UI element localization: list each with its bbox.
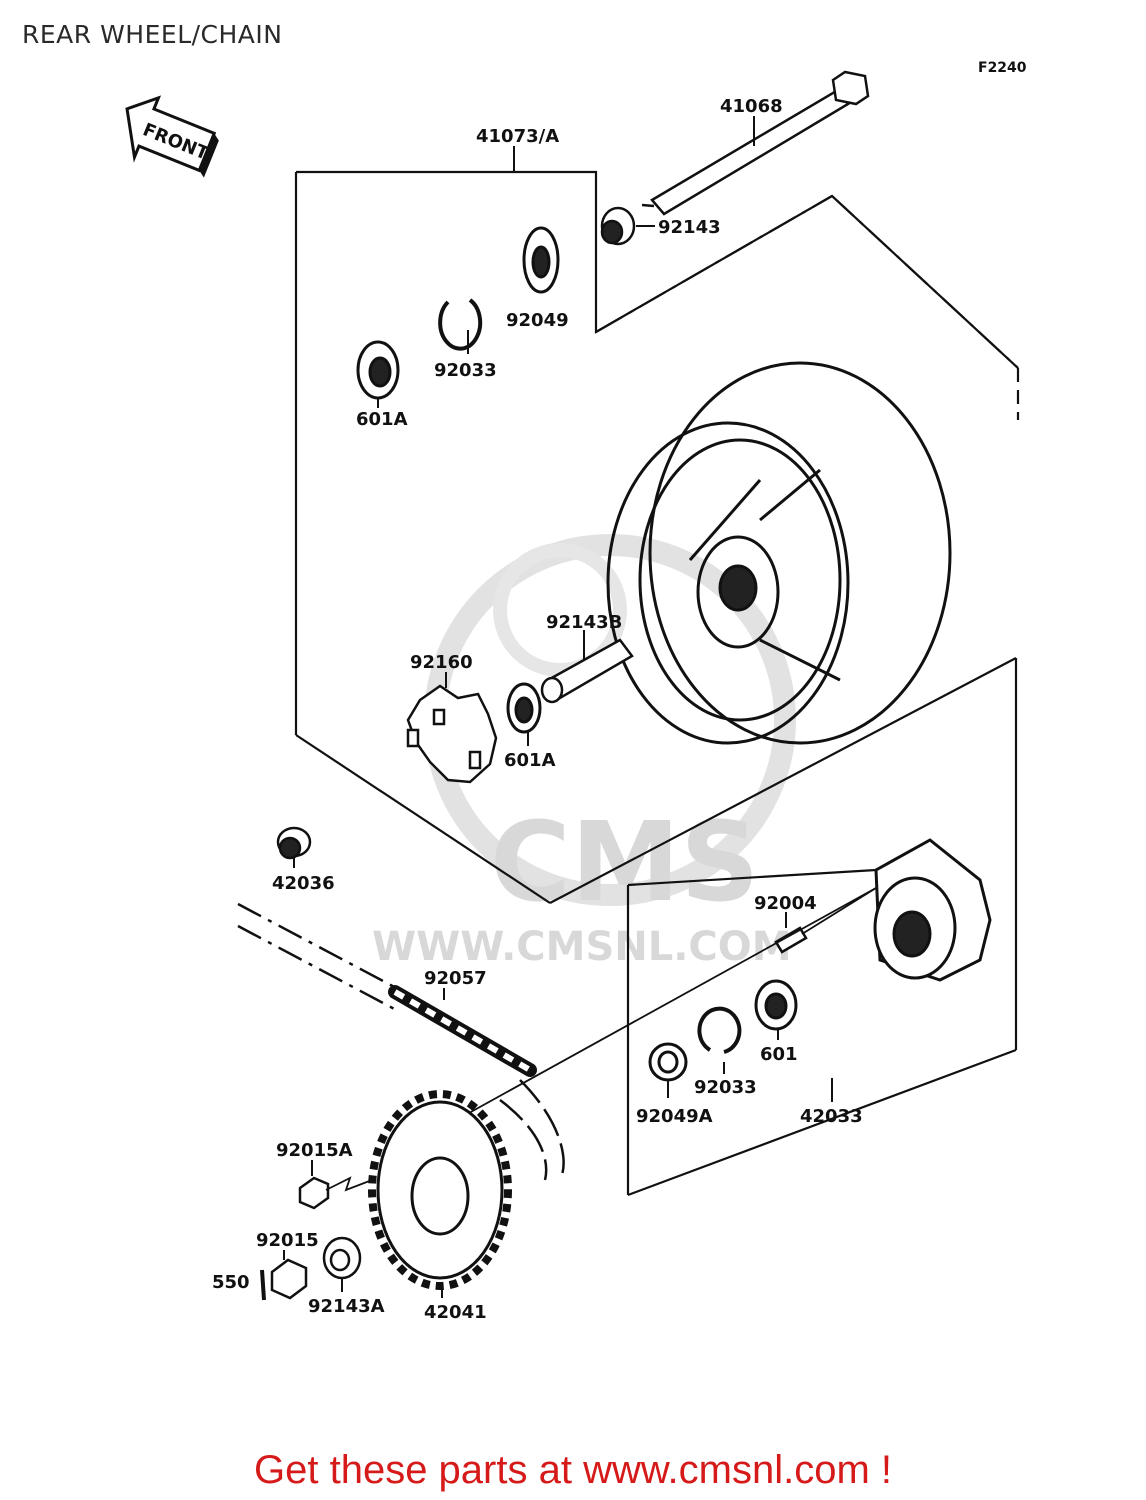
label-92143: 92143 (658, 217, 721, 238)
label-92143A: 92143A (308, 1296, 385, 1317)
bearing-601 (754, 979, 798, 1031)
collar-92143B (540, 638, 634, 704)
label-550: 550 (212, 1272, 250, 1293)
circlip-92033 (438, 298, 483, 351)
label-92015: 92015 (256, 1230, 319, 1251)
label-601: 601 (760, 1044, 798, 1065)
collar-92143A (322, 1236, 362, 1280)
label-42041: 42041 (424, 1302, 487, 1323)
drive-chain (237, 902, 565, 1181)
stud-92004 (774, 926, 808, 954)
leader-lines (283, 146, 833, 1298)
nut-92015A (298, 1176, 330, 1210)
page-title: REAR WHEEL/CHAIN (22, 20, 283, 49)
watermark-url: WWW.CMSNL.COM (372, 924, 792, 970)
label-92033-top: 92033 (434, 360, 497, 381)
seal-92049 (522, 226, 560, 294)
bearing-601A-mid (506, 682, 542, 734)
collar-42036 (276, 826, 312, 860)
wheel-assembly-outline (294, 170, 1020, 904)
label-42036: 42036 (272, 873, 335, 894)
watermark-brand: CMS (490, 798, 759, 926)
collar-92143 (600, 206, 636, 246)
call-to-action-link[interactable]: Get these parts at www.cmsnl.com ! (254, 1448, 892, 1492)
bearing-601A (356, 340, 400, 400)
damper-92160 (406, 684, 498, 784)
diagram-code: F2240 (978, 60, 1027, 76)
label-92160: 92160 (410, 652, 473, 673)
part-labels: 41068 41073/A 92143 92049 92033 601A 921… (212, 96, 863, 1323)
label-41073A: 41073/A (476, 126, 559, 147)
label-92049A: 92049A (636, 1106, 713, 1127)
label-92049: 92049 (506, 310, 569, 331)
label-601A-mid: 601A (504, 750, 556, 771)
label-92143B: 92143B (546, 612, 622, 633)
label-601A-top: 601A (356, 409, 408, 430)
label-41068: 41068 (720, 96, 783, 117)
label-92004: 92004 (754, 893, 817, 914)
coupling-hub (873, 838, 992, 982)
circlip-92033-low (697, 1006, 742, 1054)
label-92033-low: 92033 (694, 1077, 757, 1098)
nut-92015 (260, 1258, 308, 1301)
label-92015A: 92015A (276, 1140, 353, 1161)
coupling-assembly-outline (549, 657, 1018, 1197)
axle (641, 70, 870, 216)
label-42033: 42033 (800, 1106, 863, 1127)
front-arrow-icon: FRONT (125, 95, 219, 178)
rear-wheel (606, 361, 952, 745)
seal-92049A (648, 1042, 688, 1082)
label-92057: 92057 (424, 968, 487, 989)
rear-sprocket (368, 1090, 512, 1290)
